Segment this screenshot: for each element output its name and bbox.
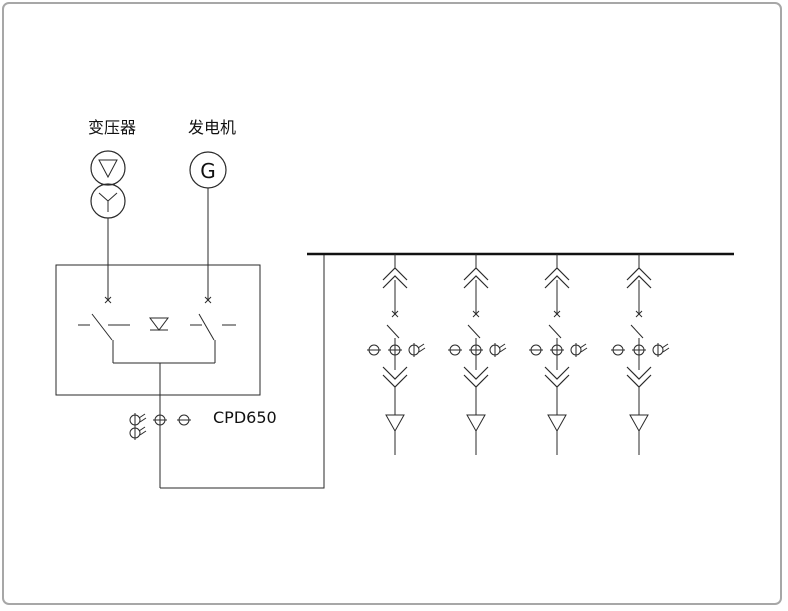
feeder [528, 254, 588, 455]
feeder [447, 254, 507, 455]
ats-device-box [55, 264, 261, 396]
diagram-frame [2, 2, 782, 605]
generator-label: 发电机 [188, 118, 236, 137]
generator-contact-x [204, 296, 212, 304]
feeder [610, 254, 670, 455]
generator-symbol-letter: G [200, 159, 216, 183]
transformer-label: 变压器 [88, 118, 136, 137]
feeder [366, 254, 426, 455]
device-model-label: CPD650 [213, 408, 277, 427]
transformer-symbol [90, 150, 126, 219]
transformer-contact-x [104, 296, 112, 304]
ats-to-busbar-cable [160, 254, 325, 489]
ats-switch-mechanism [78, 313, 236, 488]
